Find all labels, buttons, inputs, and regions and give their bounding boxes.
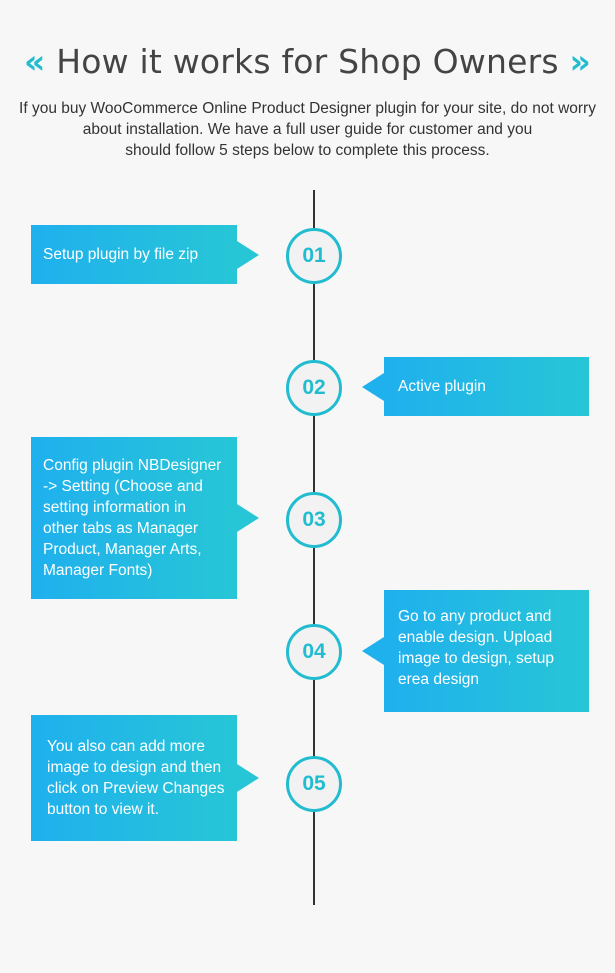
step-3-line: Manager Fonts) bbox=[43, 562, 153, 579]
step-5-line: click on Preview Changes bbox=[47, 780, 225, 797]
step-5-line: button to view it. bbox=[47, 801, 160, 818]
intro-paragraph: If you buy WooCommerce Online Product De… bbox=[10, 98, 605, 161]
step-2-number: 02 bbox=[286, 360, 342, 416]
step-4-line: Go to any product and bbox=[398, 608, 552, 625]
step-3-line: -> Setting (Choose and bbox=[43, 478, 203, 495]
double-chevron-right-icon: » bbox=[569, 42, 591, 81]
step-3-bubble: Config plugin NBDesigner -> Setting (Cho… bbox=[31, 437, 259, 599]
step-3-line: setting information in bbox=[43, 499, 187, 516]
page-title-text: How it works for Shop Owners bbox=[56, 42, 559, 81]
step-4-line: erea design bbox=[398, 671, 480, 688]
step-3-number: 03 bbox=[286, 492, 342, 548]
page-title: « How it works for Shop Owners » bbox=[0, 42, 615, 81]
step-4-bubble: Go to any product and enable design. Upl… bbox=[362, 590, 589, 712]
step-1-text: Setup plugin by file zip bbox=[43, 246, 199, 263]
step-3-line: other tabs as Manager bbox=[43, 520, 199, 537]
step-4-number: 04 bbox=[286, 624, 342, 680]
step-5-number: 05 bbox=[286, 756, 342, 812]
step-5-line: You also can add more bbox=[47, 738, 205, 755]
step-3-line: Product, Manager Arts, bbox=[43, 541, 202, 558]
step-1-bubble: Setup plugin by file zip bbox=[31, 225, 259, 284]
step-2-bubble: Active plugin bbox=[362, 357, 589, 416]
step-1-number: 01 bbox=[286, 228, 342, 284]
step-5-bubble: You also can add more image to design an… bbox=[31, 715, 259, 841]
double-chevron-left-icon: « bbox=[24, 42, 46, 81]
step-4-line: image to design, setup bbox=[398, 650, 554, 667]
step-3-line: Config plugin NBDesigner bbox=[43, 457, 222, 474]
intro-line: If you buy WooCommerce Online Product De… bbox=[19, 100, 596, 117]
step-4-line: enable design. Upload bbox=[398, 629, 553, 646]
step-5-line: image to design and then bbox=[47, 759, 222, 776]
step-2-text: Active plugin bbox=[398, 378, 486, 395]
intro-line: should follow 5 steps below to complete … bbox=[125, 142, 490, 159]
intro-line: about installation. We have a full user … bbox=[82, 121, 533, 138]
